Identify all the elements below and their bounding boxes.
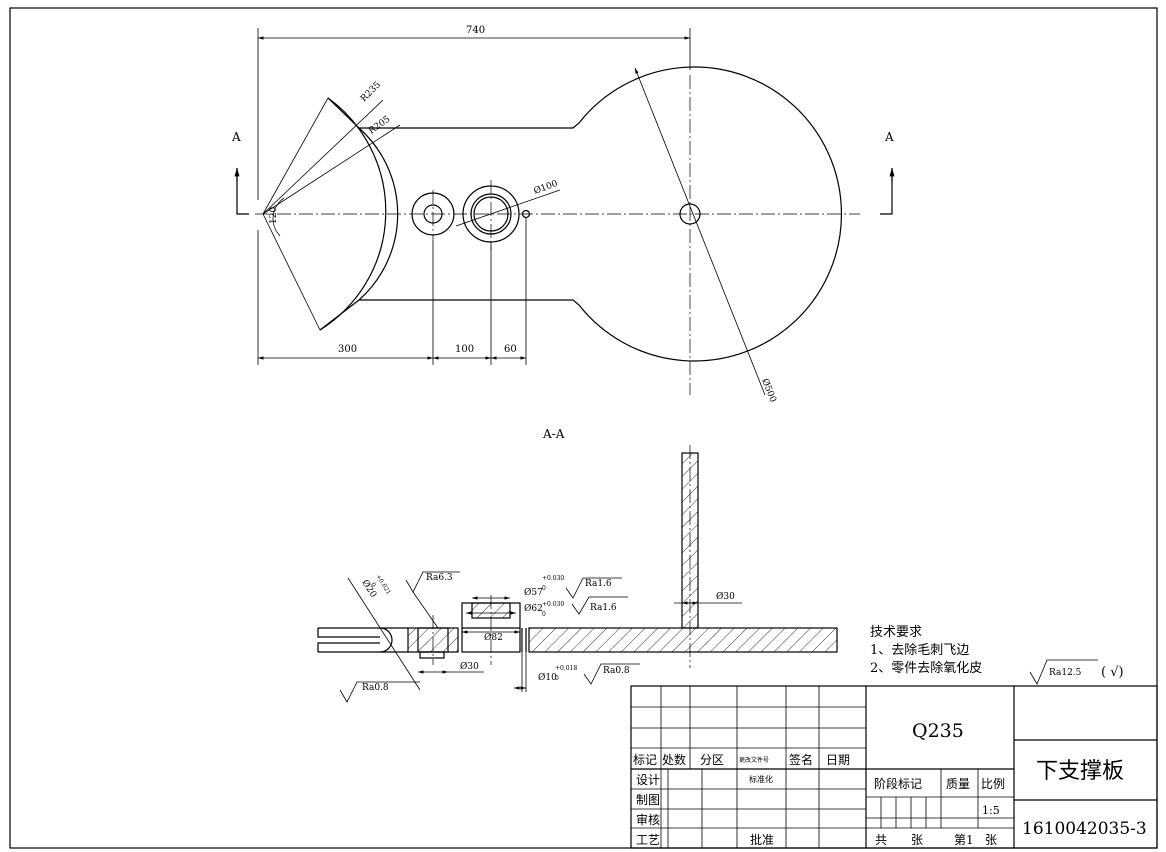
part-name: 下支撑板 <box>1036 759 1124 784</box>
drawing-label: 签名 <box>789 752 813 767</box>
plate-outline <box>359 66 843 362</box>
drawing-label: 更改文件号 <box>739 756 769 764</box>
drawing-label: 设计 <box>636 773 660 787</box>
drawing-label: +0.030 <box>542 601 564 608</box>
sheet-border <box>9 7 1158 849</box>
dim-100: 100 <box>455 344 474 355</box>
drawing-label: 工艺 <box>636 833 660 847</box>
drawing-number: 1610042035-3 <box>1022 819 1147 839</box>
dim-d30-bottom: Ø30 <box>460 661 479 672</box>
drawing-label: 质量 <box>946 777 970 791</box>
dim-r205: R205 <box>367 114 393 136</box>
dim-angle-120: 120 <box>269 207 279 224</box>
drawing-label: 共 <box>875 833 887 847</box>
dim-bore20-tol-bot: 0 <box>369 581 377 588</box>
drawing-label: 0 <box>542 585 546 592</box>
drawing-label: +0.018 <box>555 665 577 672</box>
drawing-label: 日期 <box>826 753 850 767</box>
roughness-ra63: Ra6.3 <box>426 573 453 583</box>
default-roughness: Ra12.5 ( √) <box>1029 659 1124 685</box>
dim-d82: Ø82 <box>484 632 503 643</box>
dim-r235: R235 <box>359 80 383 104</box>
tech-requirements: 技术要求 1、去除毛刺飞边 2、零件去除氧化皮 <box>870 625 982 676</box>
hole-small-outer <box>411 192 455 236</box>
plate-section <box>528 627 838 653</box>
drawing-label: 张 <box>985 833 997 847</box>
dim-300: 300 <box>338 344 357 355</box>
fan-inner-arc <box>358 127 399 301</box>
roughness-ra08-right: Ra0.8 <box>603 666 630 676</box>
drawing-label: 制图 <box>636 793 660 807</box>
drawing-label: 审核 <box>636 812 660 827</box>
dim-d10: Ø10 <box>538 672 557 683</box>
drawing-label: 0 <box>542 611 546 618</box>
disc-center-hole <box>679 203 701 225</box>
drawing-label: 分区 <box>700 753 724 767</box>
drawing-label: 处数 <box>662 752 686 767</box>
roughness-ra16-a: Ra1.6 <box>585 579 612 589</box>
hole-small-inner <box>423 204 443 224</box>
tech-req-item-2: 2、零件去除氧化皮 <box>870 661 982 676</box>
drawing-label: 张 <box>911 833 923 847</box>
drawing-label: 批准 <box>750 832 774 847</box>
dim-d500: Ø500 <box>759 377 779 404</box>
dim-d62: Ø62 <box>524 603 543 614</box>
tech-req-item-1: 1、去除毛刺飞边 <box>870 643 969 658</box>
dim-d100: Ø100 <box>532 178 559 197</box>
drawing-label: 第1 <box>954 833 974 847</box>
roughness-ra125: Ra12.5 <box>1049 668 1082 678</box>
section-view: A-A Ø20 +0.021 0 Ra6.3 Ra0.8 <box>317 427 838 703</box>
section-label-left: A <box>231 130 241 144</box>
section-marker-right <box>880 168 893 215</box>
roughness-ra16-b: Ra1.6 <box>590 603 617 613</box>
dim-d57: Ø57 <box>524 587 543 598</box>
drawing-label: 阶段标记 <box>874 776 922 791</box>
drawing-label: 0 <box>555 675 559 682</box>
title-block: 标记 处数 分区 更改文件号 签名 日期 设计 标准化 制图 审核 工艺 批准 … <box>630 685 1158 849</box>
dim-d30-rib: Ø30 <box>716 591 735 602</box>
drawing-label: 标记 <box>633 753 657 767</box>
dim-740: 740 <box>466 25 485 36</box>
dim-60: 60 <box>504 344 517 355</box>
tech-req-title: 技术要求 <box>870 625 922 640</box>
drawing-label: 标准化 <box>749 774 773 784</box>
section-marker-left <box>236 168 249 215</box>
pin-hole <box>521 209 531 219</box>
hole-large-inner <box>473 196 509 232</box>
drawing-label: +0.030 <box>542 575 564 582</box>
material: Q235 <box>912 720 964 742</box>
rib-section <box>681 452 699 629</box>
roughness-ra08-left: Ra0.8 <box>362 683 389 693</box>
roughness-ra125-suffix: ( √) <box>1101 665 1124 680</box>
drawing-label: 比例 <box>981 777 1005 791</box>
top-view: A A 740 R235 R205 120 Ø100 Ø500 300 100 … <box>231 25 895 404</box>
section-label-right: A <box>884 130 894 144</box>
scale-value: 1:5 <box>982 804 1000 817</box>
section-title: A-A <box>542 427 565 441</box>
